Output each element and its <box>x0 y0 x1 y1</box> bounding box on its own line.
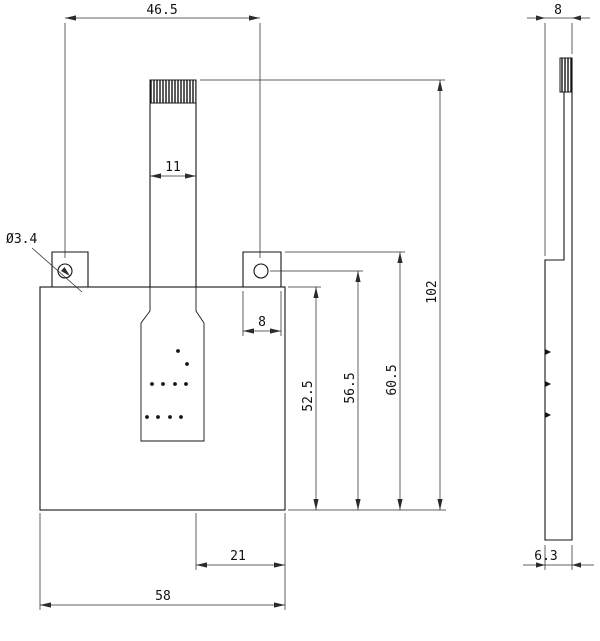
dim-hole-diameter-label: Ø3.4 <box>6 232 37 247</box>
right-mount-hole <box>253 263 269 279</box>
dim-stem-to-edge: 21 <box>195 513 286 610</box>
dim-overall-height-label: 102 <box>425 280 440 303</box>
front-view <box>39 79 286 511</box>
dim-side-depth: 8 <box>527 3 590 256</box>
dim-height-to-body-top-label: 52.5 <box>301 380 316 411</box>
stem <box>149 79 197 288</box>
dim-span-label: 46.5 <box>146 3 177 18</box>
side-view <box>544 57 573 541</box>
hole-pattern <box>145 349 189 419</box>
dim-height-to-hole-center: 56.5 <box>270 270 363 510</box>
dim-overall-height: 102 <box>200 79 445 510</box>
dim-stem-width-label: 11 <box>165 160 181 175</box>
dim-overall-width: 58 <box>39 513 285 610</box>
body-outline <box>39 286 286 511</box>
side-connector <box>559 57 573 93</box>
dim-height-to-body-top: 52.5 <box>288 286 321 510</box>
dim-overall-width-label: 58 <box>155 589 171 604</box>
dim-tab-width: 8 <box>242 291 282 336</box>
connector-fingers <box>149 79 197 104</box>
dim-hole-diameter: Ø3.4 <box>6 232 83 293</box>
right-mount-tab <box>242 251 282 288</box>
dim-height-to-hole-center-label: 56.5 <box>343 372 358 403</box>
dim-tab-width-label: 8 <box>258 315 266 330</box>
dim-height-to-tab-top: 60.5 <box>285 251 405 510</box>
dim-span: 46.5 <box>64 3 261 258</box>
inner-pocket <box>140 287 205 442</box>
dim-plate-thickness: 6.3 <box>523 545 594 570</box>
dim-height-to-tab-top-label: 60.5 <box>385 364 400 395</box>
dim-side-depth-label: 8 <box>554 3 562 18</box>
dim-plate-thickness-label: 6.3 <box>534 549 557 564</box>
dim-stem-width: 11 <box>150 160 196 179</box>
side-hole-marks <box>545 349 551 418</box>
dim-stem-to-edge-label: 21 <box>230 549 246 564</box>
